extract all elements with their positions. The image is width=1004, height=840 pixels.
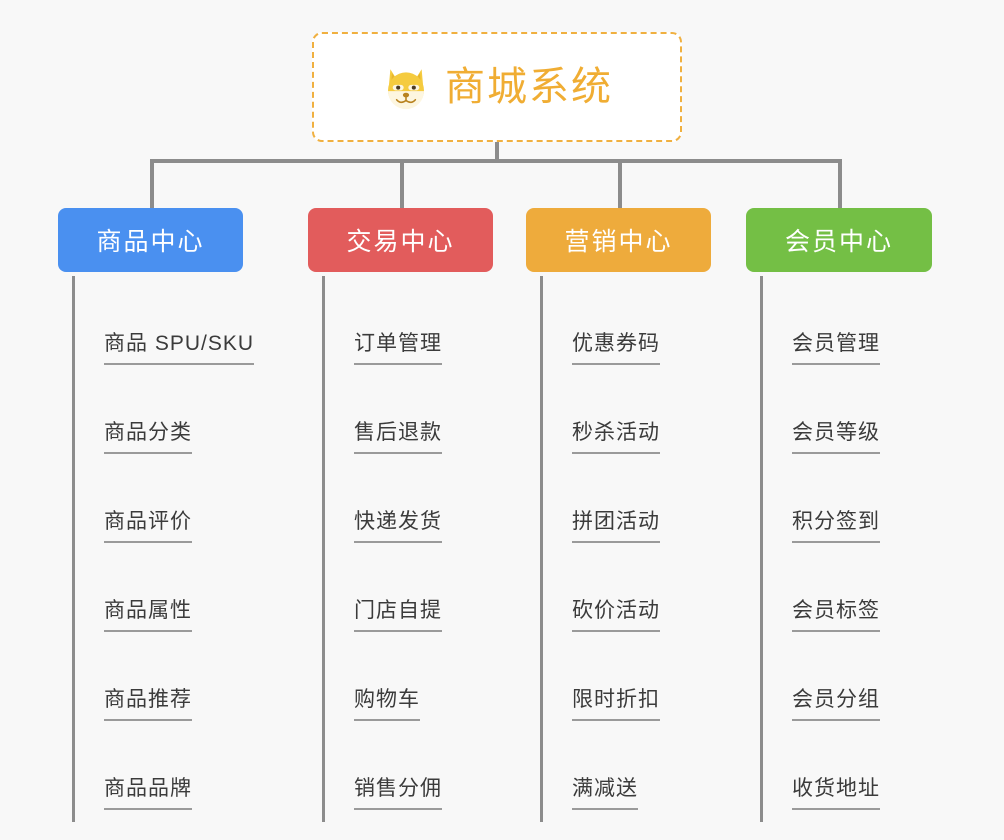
leaf-item-label: 商品推荐 — [104, 689, 192, 721]
leaf-item-label: 商品评价 — [104, 511, 192, 543]
leaf-column-product-center: 商品 SPU/SKU 商品分类 商品评价 商品属性 商品推荐 商品品牌 — [72, 276, 302, 822]
leaf-item-label: 满减送 — [572, 778, 638, 810]
branch-label: 会员中心 — [784, 228, 893, 256]
leaf-item-label: 会员等级 — [792, 422, 880, 454]
connector-root-stem — [495, 142, 499, 163]
branch-node-marketing-center[interactable]: 营销中心 — [526, 208, 711, 272]
leaf-column-member-center: 会员管理 会员等级 积分签到 会员标签 会员分组 收货地址 — [760, 276, 990, 822]
leaf-item-label: 门店自提 — [354, 600, 442, 632]
branch-node-member-center[interactable]: 会员中心 — [746, 208, 932, 272]
branch-label: 交易中心 — [346, 228, 455, 256]
leaf-item[interactable]: 秒杀活动 — [540, 365, 770, 454]
branch-label: 商品中心 — [96, 228, 205, 256]
leaf-item-label: 限时折扣 — [572, 689, 660, 721]
connector-drop-branch-2 — [400, 159, 404, 208]
leaf-spine — [540, 276, 543, 822]
root-node-shop-system[interactable]: 商城系统 — [312, 32, 682, 142]
connector-drop-branch-4 — [838, 159, 842, 208]
leaf-item-label: 优惠券码 — [572, 333, 660, 365]
leaf-item-label: 会员管理 — [792, 333, 880, 365]
leaf-item[interactable]: 满减送 — [540, 721, 770, 810]
leaf-item[interactable]: 积分签到 — [760, 454, 990, 543]
leaf-item-label: 售后退款 — [354, 422, 442, 454]
leaf-column-marketing-center: 优惠券码 秒杀活动 拼团活动 砍价活动 限时折扣 满减送 — [540, 276, 770, 822]
leaf-item-label: 订单管理 — [354, 333, 442, 365]
leaf-item[interactable]: 会员分组 — [760, 632, 990, 721]
leaf-spine — [72, 276, 75, 822]
branch-node-trade-center[interactable]: 交易中心 — [308, 208, 493, 272]
leaf-item-label: 砍价活动 — [572, 600, 660, 632]
leaf-item[interactable]: 商品评价 — [72, 454, 302, 543]
leaf-item[interactable]: 会员管理 — [760, 276, 990, 365]
leaf-item[interactable]: 快递发货 — [322, 454, 552, 543]
leaf-item[interactable]: 会员标签 — [760, 543, 990, 632]
leaf-item-label: 销售分佣 — [354, 778, 442, 810]
leaf-item[interactable]: 拼团活动 — [540, 454, 770, 543]
leaf-item[interactable]: 商品 SPU/SKU — [72, 276, 302, 365]
leaf-item-label: 会员分组 — [792, 689, 880, 721]
leaf-item-label: 会员标签 — [792, 600, 880, 632]
leaf-item-label: 商品属性 — [104, 600, 192, 632]
leaf-item-label: 积分签到 — [792, 511, 880, 543]
leaf-item-label: 商品分类 — [104, 422, 192, 454]
leaf-item-label: 秒杀活动 — [572, 422, 660, 454]
leaf-item[interactable]: 购物车 — [322, 632, 552, 721]
leaf-item[interactable]: 商品分类 — [72, 365, 302, 454]
leaf-item[interactable]: 商品品牌 — [72, 721, 302, 810]
leaf-item[interactable]: 门店自提 — [322, 543, 552, 632]
branch-node-product-center[interactable]: 商品中心 — [58, 208, 243, 272]
leaf-item-label: 商品品牌 — [104, 778, 192, 810]
leaf-column-trade-center: 订单管理 售后退款 快递发货 门店自提 购物车 销售分佣 — [322, 276, 552, 822]
leaf-item[interactable]: 销售分佣 — [322, 721, 552, 810]
leaf-item[interactable]: 优惠券码 — [540, 276, 770, 365]
leaf-item[interactable]: 会员等级 — [760, 365, 990, 454]
connector-drop-branch-1 — [150, 159, 154, 208]
leaf-item[interactable]: 售后退款 — [322, 365, 552, 454]
shiba-dog-face-icon — [381, 63, 431, 113]
leaf-item[interactable]: 商品推荐 — [72, 632, 302, 721]
leaf-item-label: 商品 SPU/SKU — [104, 333, 255, 365]
connector-horizontal-bus — [150, 159, 842, 163]
leaf-item[interactable]: 商品属性 — [72, 543, 302, 632]
leaf-spine — [760, 276, 763, 822]
connector-drop-branch-3 — [618, 159, 622, 208]
leaf-item[interactable]: 收货地址 — [760, 721, 990, 810]
leaf-spine — [322, 276, 325, 822]
leaf-item-label: 购物车 — [354, 689, 420, 721]
branch-label: 营销中心 — [564, 228, 673, 256]
leaf-item-label: 快递发货 — [354, 511, 442, 543]
leaf-item-label: 拼团活动 — [572, 511, 660, 543]
leaf-item[interactable]: 限时折扣 — [540, 632, 770, 721]
leaf-item-label: 收货地址 — [792, 778, 880, 810]
leaf-item[interactable]: 砍价活动 — [540, 543, 770, 632]
leaf-item[interactable]: 订单管理 — [322, 276, 552, 365]
root-title: 商城系统 — [445, 65, 613, 109]
